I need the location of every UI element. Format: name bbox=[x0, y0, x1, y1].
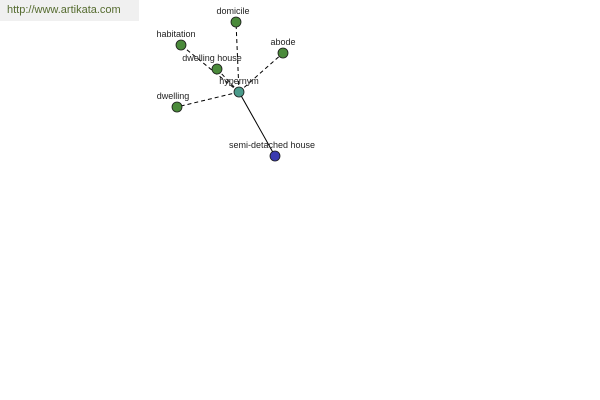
edge-semi-detached-house bbox=[238, 91, 276, 157]
label-dwelling[interactable]: dwelling bbox=[157, 91, 190, 101]
label-semi-detached-house[interactable]: semi-detached house bbox=[229, 140, 315, 150]
node-semi-detached-house[interactable] bbox=[269, 150, 281, 162]
node-hypernym[interactable] bbox=[233, 86, 245, 98]
edge-dwelling-house bbox=[216, 68, 240, 93]
edge-domicile bbox=[235, 21, 240, 93]
edge-dwelling bbox=[176, 91, 240, 108]
site-url-link[interactable]: http://www.artikata.com bbox=[7, 4, 121, 16]
label-domicile[interactable]: domicile bbox=[216, 6, 249, 16]
node-habitation[interactable] bbox=[175, 39, 187, 51]
node-dwelling-house[interactable] bbox=[211, 63, 223, 75]
node-abode[interactable] bbox=[277, 47, 289, 59]
label-abode[interactable]: abode bbox=[270, 37, 295, 47]
label-dwelling-house[interactable]: dwelling house bbox=[182, 53, 242, 63]
edge-abode bbox=[238, 52, 284, 93]
label-hypernym[interactable]: hypernym bbox=[219, 76, 259, 86]
url-bar: http://www.artikata.com bbox=[0, 0, 139, 21]
label-habitation[interactable]: habitation bbox=[156, 29, 195, 39]
node-domicile[interactable] bbox=[230, 16, 242, 28]
edge-habitation bbox=[180, 44, 240, 93]
node-dwelling[interactable] bbox=[171, 101, 183, 113]
